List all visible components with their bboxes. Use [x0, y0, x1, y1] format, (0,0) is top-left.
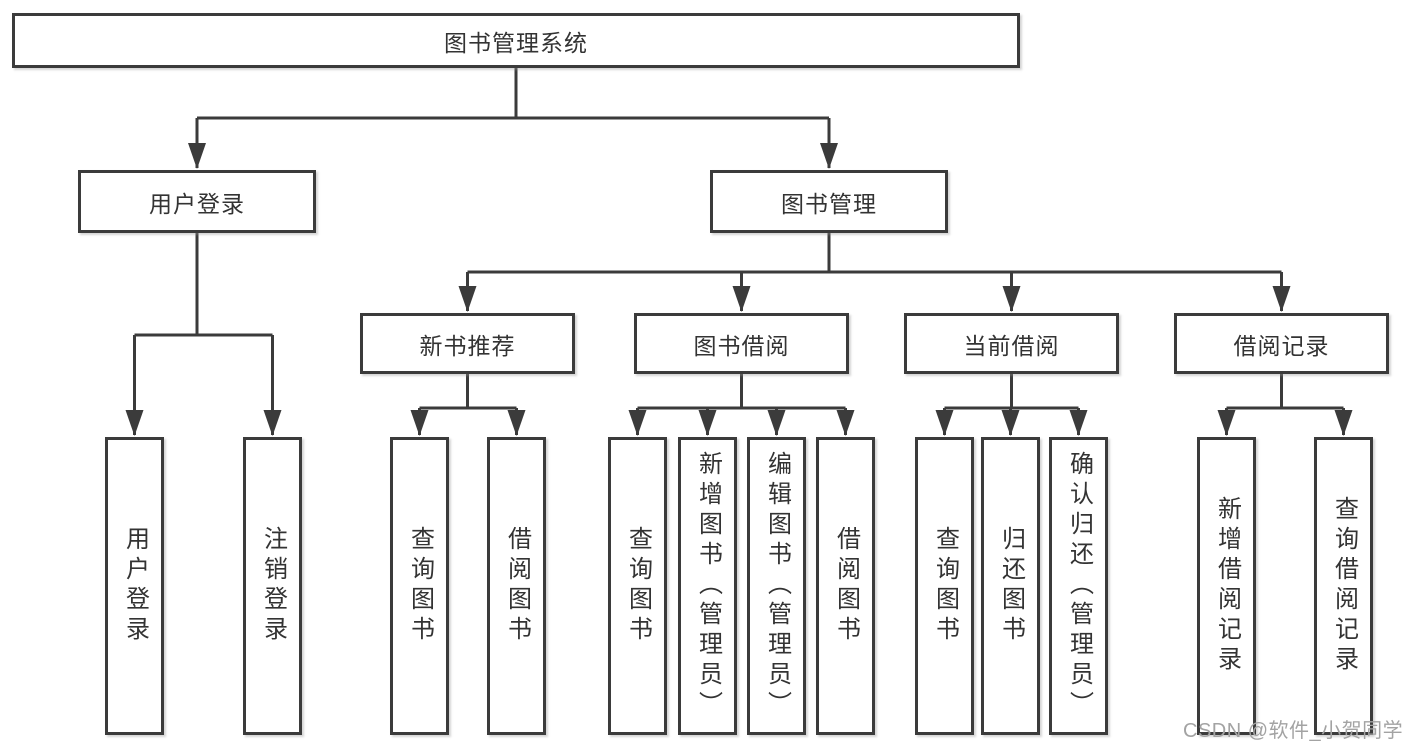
node-new-book-recommend: 新书推荐 [360, 313, 575, 374]
node-label: 用户登录 [149, 190, 245, 217]
node-label: 新增图书（管理员） [694, 451, 722, 721]
connector-book-borrowing-children [628, 374, 855, 436]
connector-user-login-children [125, 233, 282, 436]
node-label: 注销登录 [259, 526, 287, 646]
node-label: 用户登录 [121, 526, 149, 646]
leaf-query-borrow-record: 查询借阅记录 [1314, 437, 1373, 735]
node-label: 确认归还（管理员） [1065, 451, 1093, 721]
node-book-borrowing: 图书借阅 [634, 313, 849, 374]
connector-borrowing-records-children [1217, 374, 1353, 436]
connector-book-management-children [458, 233, 1291, 312]
node-borrowing-records: 借阅记录 [1174, 313, 1389, 374]
connector-current-borrowing-children [935, 374, 1088, 436]
watermark: CSDN @软件_小贺同学 [1183, 720, 1404, 742]
leaf-query-books-current: 查询图书 [915, 437, 974, 735]
node-label: 图书管理 [781, 190, 877, 217]
node-label: 图书借阅 [693, 332, 790, 359]
node-label: 借阅图书 [503, 526, 531, 646]
node-label: 查询图书 [406, 526, 434, 646]
node-user-login: 用户登录 [78, 170, 316, 233]
node-label: 当前借阅 [963, 332, 1060, 359]
node-label: 新书推荐 [419, 332, 516, 359]
node-label: 借阅图书 [832, 526, 860, 646]
node-label: 查询图书 [931, 526, 959, 646]
node-library-management-system: 图书管理系统 [12, 13, 1020, 68]
leaf-query-books-recommend: 查询图书 [390, 437, 449, 735]
leaf-query-books-borrowing: 查询图书 [608, 437, 667, 735]
leaf-borrow-books-borrowing: 借阅图书 [816, 437, 875, 735]
leaf-add-borrow-record: 新增借阅记录 [1197, 437, 1256, 735]
leaf-confirm-return-admin: 确认归还（管理员） [1049, 437, 1108, 735]
node-label: 新增借阅记录 [1213, 496, 1241, 676]
node-current-borrowing: 当前借阅 [904, 313, 1119, 374]
node-label: 借阅记录 [1233, 332, 1330, 359]
connector-new-book-recommend-children [410, 374, 526, 436]
leaf-return-books: 归还图书 [981, 437, 1040, 735]
node-label: 归还图书 [997, 526, 1025, 646]
node-label: 编辑图书（管理员） [763, 451, 791, 721]
leaf-edit-books-admin: 编辑图书（管理员） [747, 437, 806, 735]
leaf-user-login: 用户登录 [105, 437, 164, 735]
leaf-borrow-books-recommend: 借阅图书 [487, 437, 546, 735]
node-book-management: 图书管理 [710, 170, 948, 233]
node-label: 图书管理系统 [444, 29, 588, 56]
leaf-add-books-admin: 新增图书（管理员） [678, 437, 737, 735]
connector-root-to-level2 [188, 68, 838, 169]
leaf-logout-login: 注销登录 [243, 437, 302, 735]
node-label: 查询图书 [624, 526, 652, 646]
node-label: 查询借阅记录 [1330, 496, 1358, 676]
